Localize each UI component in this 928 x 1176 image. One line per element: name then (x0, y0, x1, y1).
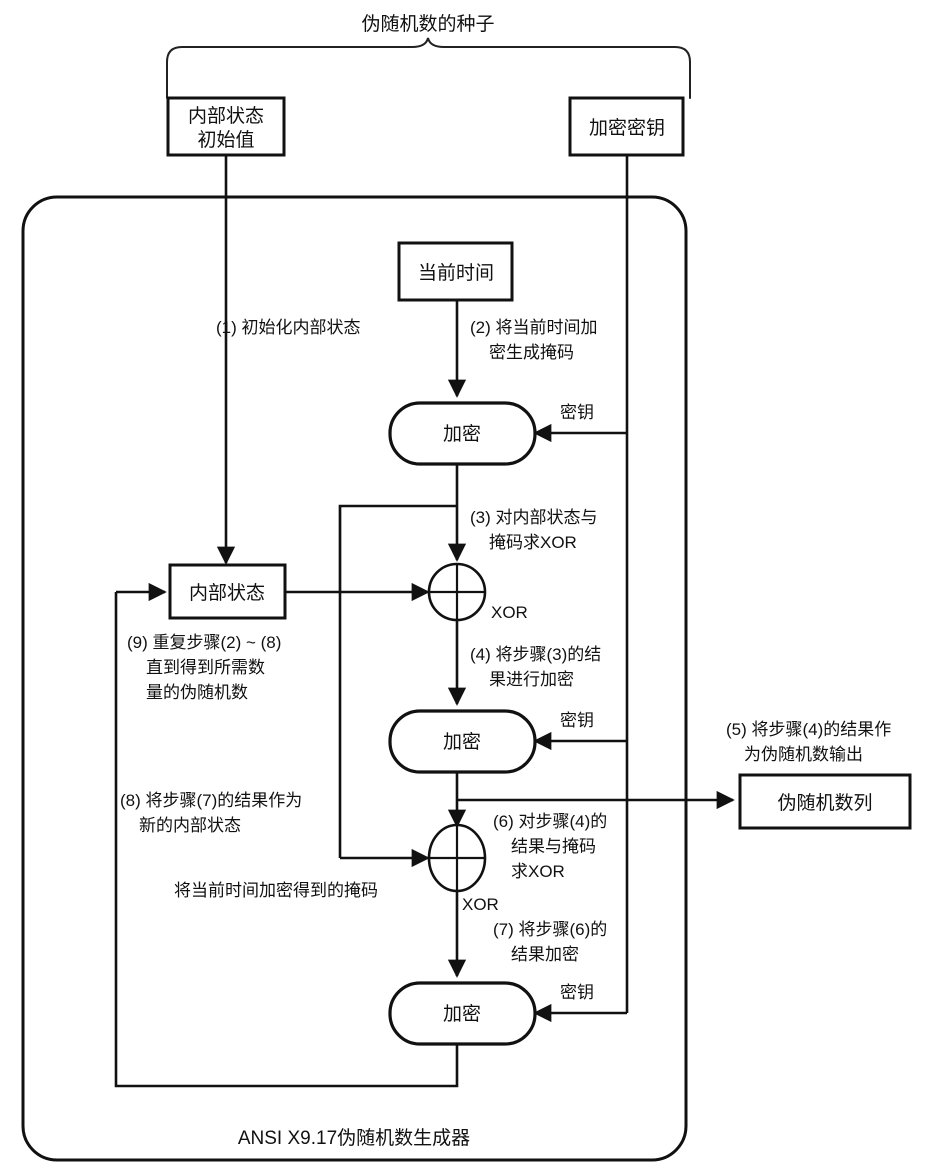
current-time-label: 当前时间 (418, 262, 494, 284)
step-6-note-line3: 求XOR (511, 862, 565, 881)
feedback-loop-line (114, 592, 459, 1088)
seed-brace (166, 37, 691, 99)
step-9-note-line3: 量的伪随机数 (146, 683, 248, 702)
step-9-note-line1: (9) 重复步骤(2) ~ (8) (127, 633, 281, 652)
step-9-note-line2: 直到得到所需数 (146, 658, 265, 677)
step-8-note-line2: 新的内部状态 (139, 816, 241, 835)
key-label-1: 密钥 (560, 403, 594, 422)
mask-note-label: 将当前时间加密得到的掩码 (174, 881, 378, 900)
step-4-note-line2: 果进行加密 (489, 670, 574, 689)
step-6-note-line1: (6) 对步骤(4)的 (493, 812, 607, 831)
step-8-note-line1: (8) 将步骤(7)的结果作为 (120, 791, 302, 810)
xor-gate-upper (427, 562, 487, 622)
step-3-note-line1: (3) 对内部状态与 (470, 508, 598, 527)
step-2-note-line1: (2) 将当前时间加 (470, 318, 598, 337)
current-time-box: 当前时间 (397, 241, 514, 302)
step-7-note-line2: 结果加密 (511, 945, 579, 964)
internal-state-init-label-line1: 内部状态 (188, 105, 264, 127)
step-6-note-line2: 结果与掩码 (511, 837, 596, 856)
seed-label: 伪随机数的种子 (361, 13, 494, 35)
output-sequence-label: 伪随机数列 (777, 792, 872, 814)
step-2-note-line2: 密生成掩码 (489, 343, 574, 362)
internal-state-label: 内部状态 (189, 582, 265, 604)
step-3-note-line2: 掩码求XOR (489, 533, 577, 552)
encrypt-1-label: 加密 (443, 423, 481, 445)
encryption-key-label: 加密密钥 (589, 117, 665, 139)
internal-state-init-box: 内部状态 初始值 (166, 96, 286, 157)
encryption-key-box: 加密密钥 (568, 96, 685, 157)
step-7-note-line1: (7) 将步骤(6)的 (493, 920, 607, 939)
xor-lower-label: XOR (462, 895, 499, 914)
step-1-note-line1: (1) 初始化内部状态 (216, 318, 361, 337)
xor-gate-lower (427, 823, 487, 893)
xor-upper-label: XOR (491, 603, 528, 622)
encrypt-node-1: 加密 (388, 401, 537, 466)
diagram-caption: ANSI X9.17伪随机数生成器 (238, 1127, 470, 1149)
step-5-note-line1: (5) 将步骤(4)的结果作 (726, 720, 891, 739)
step-4-note-line1: (4) 将步骤(3)的结 (470, 645, 601, 664)
output-sequence-box: 伪随机数列 (738, 773, 912, 830)
step-5-note-line2: 为伪随机数输出 (744, 745, 863, 764)
encrypt-3-label: 加密 (443, 1003, 481, 1025)
internal-state-init-label-line2: 初始值 (197, 129, 254, 151)
encrypt-2-label: 加密 (443, 731, 481, 753)
key-label-3: 密钥 (560, 983, 594, 1002)
encrypt-node-3: 加密 (388, 981, 537, 1046)
prng-container (21, 195, 688, 1162)
internal-state-box: 内部状态 (168, 563, 287, 620)
encrypt-node-2: 加密 (388, 709, 537, 774)
key-label-2: 密钥 (560, 711, 594, 730)
